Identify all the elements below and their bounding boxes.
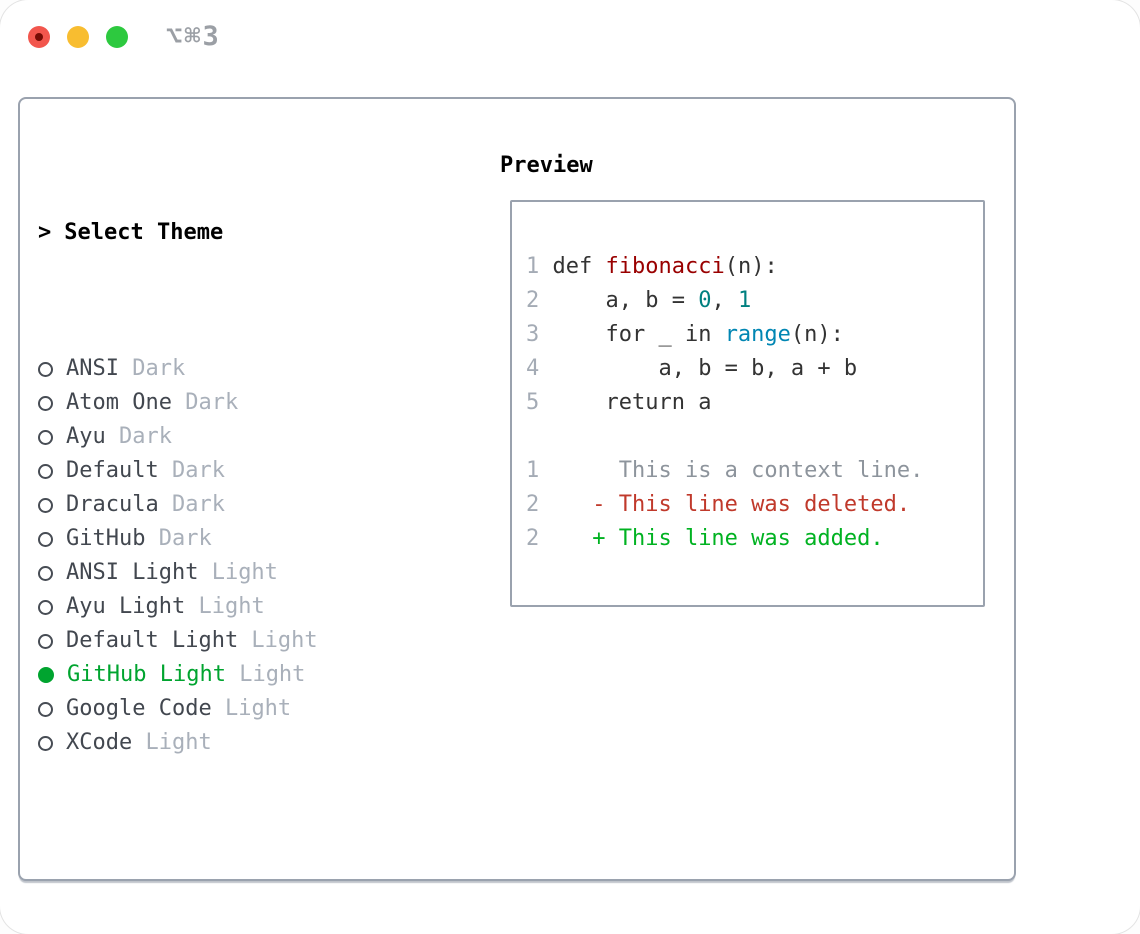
preview-line-6: [526, 420, 983, 454]
line-number: 2: [526, 288, 540, 313]
code-segment-plain: (n):: [724, 254, 778, 279]
radio-icon: [38, 497, 53, 513]
code-segment-add: + This line was added.: [539, 526, 884, 551]
theme-name: ANSI Light: [66, 560, 199, 585]
theme-option-default-light-light[interactable]: Default Light Light: [38, 624, 409, 658]
prompt-chevron-icon: >: [38, 220, 52, 245]
preview-line-2: 2 a, b = 0, 1: [526, 284, 983, 318]
line-number: 1: [526, 458, 540, 483]
preview-line-8: 2 - This line was deleted.: [526, 488, 983, 522]
spacer-row: [38, 862, 409, 896]
code-segment-num: 0: [698, 288, 712, 313]
code-segment-plain: a, b = b, a + b: [539, 356, 858, 381]
line-number: 1: [526, 254, 540, 279]
radio-icon: [38, 463, 53, 479]
theme-name: XCode: [66, 730, 133, 755]
preview-line-9: 2 + This line was added.: [526, 522, 983, 556]
select-theme-heading: > Select Theme: [38, 216, 409, 250]
line-number: 3: [526, 322, 540, 347]
theme-variant-tag: Light: [238, 628, 318, 653]
code-segment-builtin: range: [724, 322, 791, 347]
theme-option-default-dark[interactable]: Default Dark: [38, 454, 409, 488]
close-button[interactable]: [28, 26, 50, 48]
theme-name: ANSI: [66, 356, 119, 381]
code-segment-plain: def: [539, 254, 606, 279]
theme-name: Atom One: [66, 390, 172, 415]
code-segment-context: This is a context line.: [539, 458, 924, 483]
theme-variant-tag: Light: [185, 594, 265, 619]
theme-option-dracula-dark[interactable]: Dracula Dark: [38, 488, 409, 522]
theme-name: Google Code: [66, 696, 212, 721]
theme-option-atom-one-dark[interactable]: Atom One Dark: [38, 386, 409, 420]
line-number: 4: [526, 356, 540, 381]
theme-variant-tag: Dark: [118, 356, 186, 381]
radio-icon: [38, 531, 53, 547]
theme-name: Dracula: [66, 492, 159, 517]
radio-icon: [38, 599, 53, 615]
zoom-button[interactable]: [106, 26, 128, 48]
minimize-button[interactable]: [67, 26, 89, 48]
radio-icon: [38, 735, 53, 751]
preview-line-5: 5 return a: [526, 386, 983, 420]
radio-icon: [38, 633, 53, 649]
line-number: 5: [526, 390, 540, 415]
theme-variant-tag: Dark: [158, 458, 225, 483]
theme-variant-tag: Dark: [158, 492, 225, 517]
theme-name: Ayu: [66, 424, 106, 449]
theme-name: Default Light: [66, 628, 239, 653]
radio-icon: [38, 395, 53, 411]
code-segment-plain: ,: [711, 288, 738, 313]
line-number: 2: [526, 492, 540, 517]
code-segment-func: fibonacci: [605, 254, 725, 279]
preview-line-3: 3 for _ in range(n):: [526, 318, 983, 352]
theme-name: GitHub: [66, 526, 146, 551]
theme-option-ayu-light-light[interactable]: Ayu Light Light: [38, 590, 409, 624]
theme-variant-tag: Dark: [171, 390, 239, 415]
preview-line-1: 1 def fibonacci(n):: [526, 250, 983, 284]
code-segment-num: 1: [737, 288, 752, 313]
code-segment-plain: (n):: [790, 322, 844, 347]
code-segment-del: - This line was deleted.: [539, 492, 911, 517]
theme-option-xcode-light[interactable]: XCode Light: [38, 726, 409, 760]
theme-name: Ayu Light: [66, 594, 186, 619]
radio-icon: [38, 361, 53, 377]
theme-name: GitHub Light: [67, 662, 226, 687]
select-theme-title: Select Theme: [64, 220, 224, 245]
code-segment-plain: for _ in: [539, 322, 725, 347]
preview-line-7: 1 This is a context line.: [526, 454, 983, 488]
theme-option-ansi-light-light[interactable]: ANSI Light Light: [38, 556, 409, 590]
theme-variant-tag: Light: [198, 560, 278, 585]
preview-line-4: 4 a, b = b, a + b: [526, 352, 983, 386]
theme-name: Default: [66, 458, 159, 483]
preview-heading: Preview: [500, 152, 593, 178]
theme-option-ansi-dark[interactable]: ANSI Dark: [38, 352, 409, 386]
theme-option-google-code-light[interactable]: Google Code Light: [38, 692, 409, 726]
theme-variant-tag: Dark: [145, 526, 212, 551]
theme-variant-tag: Light: [132, 730, 212, 755]
code-segment-plain: return a: [539, 390, 712, 415]
theme-variant-tag: Light: [211, 696, 292, 721]
line-number: 2: [526, 526, 540, 551]
theme-option-github-dark[interactable]: GitHub Dark: [38, 522, 409, 556]
radio-selected-icon: [38, 667, 54, 683]
theme-variant-tag: Dark: [105, 424, 172, 449]
radio-icon: [38, 701, 53, 717]
theme-option-ayu-dark[interactable]: Ayu Dark: [38, 420, 409, 454]
radio-icon: [38, 429, 53, 445]
code-segment-plain: a, b =: [539, 288, 699, 313]
theme-variant-tag: Light: [225, 662, 306, 687]
theme-option-github-light-light[interactable]: GitHub Light Light: [38, 658, 409, 692]
window-shortcut-label: ⌥⌘3: [166, 21, 221, 52]
radio-icon: [38, 565, 53, 581]
